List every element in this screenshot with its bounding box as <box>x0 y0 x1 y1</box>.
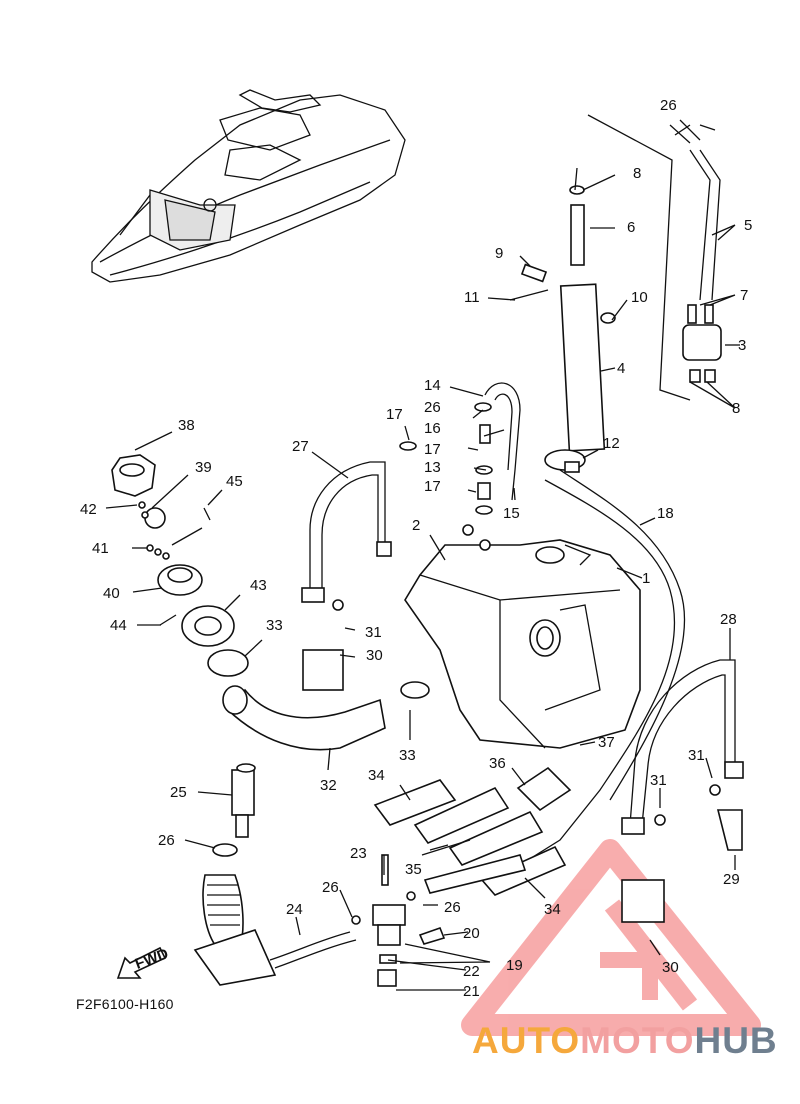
callout-3: 3 <box>738 337 746 354</box>
callout-9: 9 <box>495 245 503 262</box>
callout-44: 44 <box>110 617 127 634</box>
callout-27: 27 <box>292 438 309 455</box>
filler-hose <box>222 681 430 751</box>
fwd-arrow: FWD <box>116 945 171 979</box>
callout-22: 22 <box>463 963 480 980</box>
callout-28: 28 <box>720 611 737 628</box>
callout-21: 21 <box>463 983 480 1000</box>
callout-15: 15 <box>503 505 520 522</box>
fwd-label: FWD <box>133 945 171 973</box>
callout-26-hose: 26 <box>424 399 441 416</box>
callout-31-right: 31 <box>688 747 705 764</box>
fuel-tank <box>404 539 641 749</box>
callout-1: 1 <box>642 570 650 587</box>
callout-11: 11 <box>464 289 480 306</box>
tank-pads <box>373 766 572 896</box>
callout-16: 16 <box>424 420 441 437</box>
callout-38: 38 <box>178 417 195 434</box>
callout-34-right: 34 <box>544 901 561 918</box>
small-fasteners <box>509 263 616 324</box>
callout-40: 40 <box>103 585 120 602</box>
callout-6: 6 <box>627 219 635 236</box>
fuel-filter-assembly <box>269 854 446 987</box>
callout-26-pickup: 26 <box>158 832 175 849</box>
callout-45: 45 <box>226 473 243 490</box>
callout-30-right: 30 <box>662 959 679 976</box>
callout-2: 2 <box>412 517 420 534</box>
callout-26-top: 26 <box>660 97 677 114</box>
jetski-illustration <box>91 89 406 283</box>
check-valves <box>399 402 493 551</box>
callout-35: 35 <box>405 861 422 878</box>
vent-hose <box>484 382 686 866</box>
pump-frame <box>587 114 691 401</box>
leader-lines <box>105 119 740 991</box>
callout-29: 29 <box>723 871 740 888</box>
tank-strap-right <box>621 659 744 923</box>
callout-17-b: 17 <box>424 441 441 458</box>
callout-26-right: 26 <box>444 899 461 916</box>
watermark-part-1: AUTO <box>472 1020 581 1061</box>
callout-31-mid: 31 <box>650 772 667 789</box>
callout-5: 5 <box>744 217 752 234</box>
watermark-part-3: HUB <box>694 1020 778 1061</box>
callout-37: 37 <box>598 734 615 751</box>
fuel-pickup <box>193 763 277 986</box>
callout-8-top: 8 <box>633 165 641 182</box>
callout-12: 12 <box>603 435 620 452</box>
callouts: 1 2 3 4 5 6 7 8 8 9 10 11 12 13 14 15 16… <box>80 97 752 1000</box>
callout-31-left: 31 <box>365 624 382 641</box>
band-clamp <box>544 449 586 473</box>
callout-43: 43 <box>250 577 267 594</box>
callout-7: 7 <box>740 287 748 304</box>
watermark-part-2: MOTO <box>580 1020 695 1061</box>
callout-39: 39 <box>195 459 212 476</box>
callout-41: 41 <box>92 540 109 557</box>
callout-30-left: 30 <box>366 647 383 664</box>
callout-33-bottom: 33 <box>399 747 416 764</box>
callout-42: 42 <box>80 501 97 518</box>
callout-24: 24 <box>286 901 303 918</box>
callout-36: 36 <box>489 755 506 772</box>
callout-18: 18 <box>657 505 674 522</box>
callout-20: 20 <box>463 925 480 942</box>
filler-tube <box>559 167 606 452</box>
callout-17-c: 17 <box>424 478 441 495</box>
diagram-code: F2F6100-H160 <box>76 996 174 1012</box>
callout-14: 14 <box>424 377 441 394</box>
callout-4: 4 <box>617 360 625 377</box>
callout-34-left: 34 <box>368 767 385 784</box>
callout-26-filter: 26 <box>322 879 339 896</box>
tank-strap-left <box>301 461 392 691</box>
fuel-pump <box>674 124 722 383</box>
callout-25: 25 <box>170 784 187 801</box>
watermark-text: AUTOMOTOHUB <box>472 1020 778 1062</box>
callout-33-left: 33 <box>266 617 283 634</box>
callout-10: 10 <box>631 289 648 306</box>
callout-19: 19 <box>506 957 523 974</box>
callout-23: 23 <box>350 845 367 862</box>
callout-13: 13 <box>424 459 441 476</box>
callout-8-bottom: 8 <box>732 400 740 417</box>
filler-cap-assembly <box>111 454 249 677</box>
callout-32: 32 <box>320 777 337 794</box>
callout-17-a: 17 <box>386 406 403 423</box>
